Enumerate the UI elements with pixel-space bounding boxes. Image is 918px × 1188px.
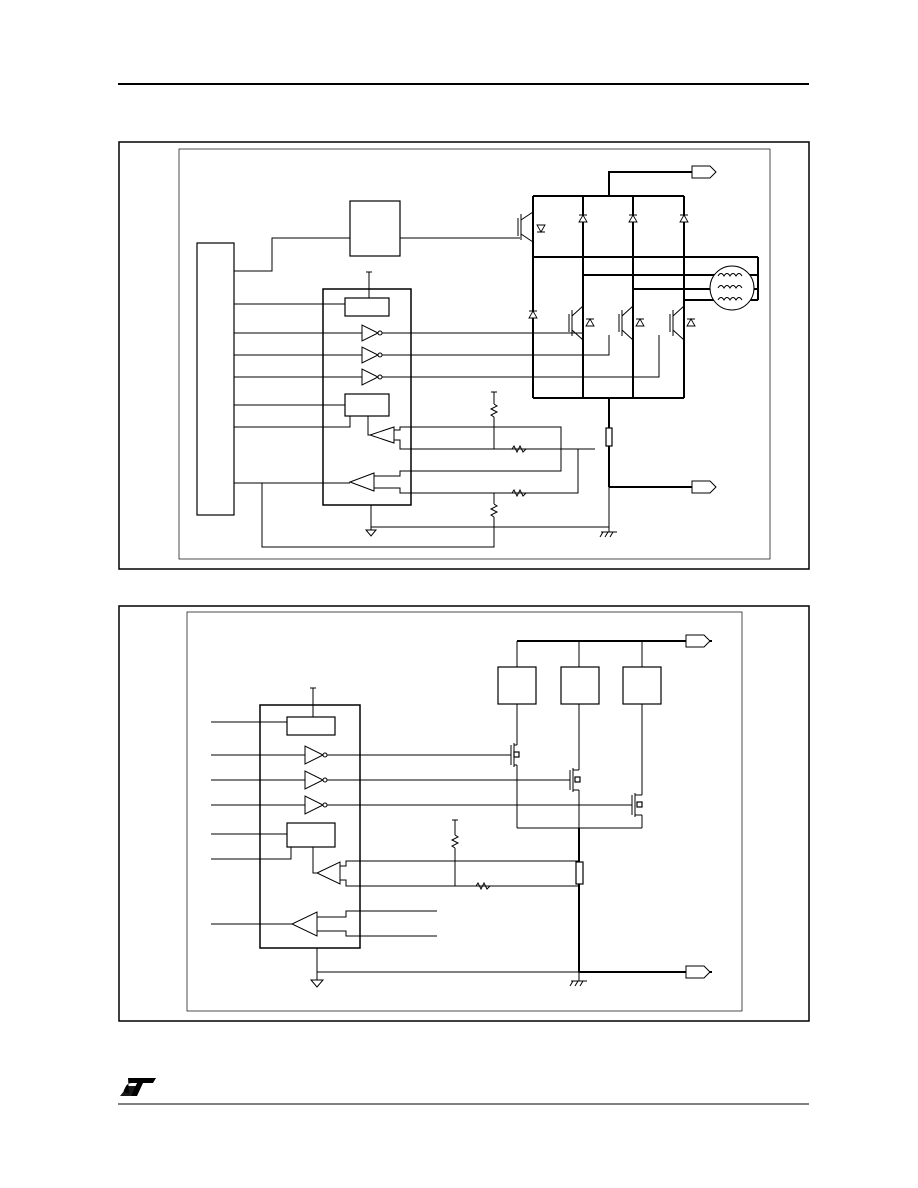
figure-bottom-inner-frame [186, 611, 743, 1012]
controller-block [196, 242, 235, 516]
mosfet-icon [631, 793, 643, 817]
comparator-icon [290, 911, 318, 937]
comparator-icon [315, 861, 341, 885]
diode-icon [528, 310, 538, 319]
load-block-icon [497, 666, 537, 705]
ground-icon [364, 529, 378, 537]
igbt-icon [618, 305, 645, 341]
shunt-resistor [605, 427, 613, 447]
connector-arrow-icon [691, 165, 717, 179]
inverter-icon [361, 346, 383, 364]
diode-icon [628, 214, 638, 223]
connector-arrow-icon [685, 634, 711, 648]
resistor-icon [261, 483, 527, 548]
igbt-icon [517, 211, 546, 243]
diode-icon [679, 214, 689, 223]
load-block-icon [622, 666, 662, 705]
comparator-icon [368, 426, 395, 444]
motor-icon [709, 265, 755, 311]
comparator-icon [348, 472, 375, 492]
connector-arrow-icon [685, 965, 711, 979]
diode-icon [578, 214, 588, 223]
figure-top-frame [118, 141, 810, 570]
ground-icon [569, 980, 587, 987]
resistor-icon [489, 391, 499, 449]
gate-driver-block [349, 200, 401, 257]
figure-bottom-frame [118, 605, 810, 1022]
inverter-icon [304, 770, 328, 790]
inverter-icon [361, 324, 383, 342]
shunt-resistor-bottom [575, 861, 584, 885]
ic-reg-block-bottom [286, 716, 336, 736]
inverter-icon [304, 795, 328, 815]
figure-top-inner-frame [178, 148, 771, 560]
igbt-icon [568, 305, 595, 341]
mosfet-icon [569, 768, 581, 792]
ic-reg-block [344, 297, 390, 317]
resistor-icon [511, 444, 527, 454]
st-logo-icon [120, 1078, 156, 1096]
ic-logic-block-bottom [286, 822, 336, 848]
ground-icon [309, 979, 325, 988]
figure-bottom [118, 605, 810, 1022]
igbt-icon [669, 305, 696, 341]
load-block-icon [560, 666, 600, 705]
resistor-icon [475, 881, 491, 891]
connector-arrow-icon [691, 480, 717, 494]
resistor-icon [450, 819, 460, 886]
ground-icon [599, 531, 617, 538]
inverter-icon [304, 745, 328, 765]
figure-top [118, 141, 810, 570]
mosfet-icon [510, 743, 520, 767]
ic-logic-block [344, 393, 390, 417]
